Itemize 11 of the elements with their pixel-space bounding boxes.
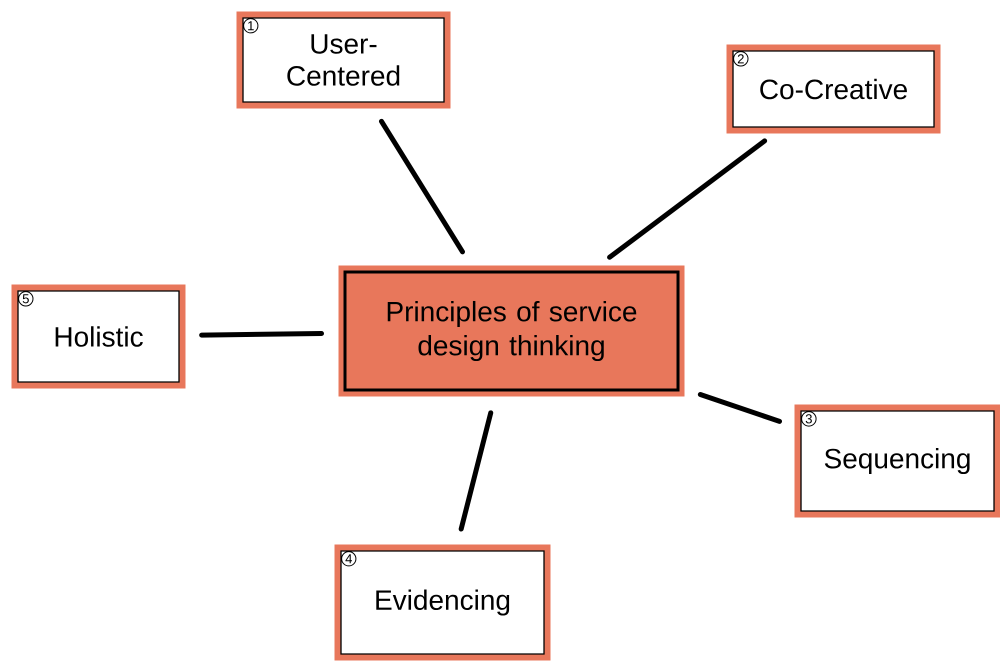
principle-box: Holistic 5 — [12, 284, 186, 388]
connector-line — [458, 410, 494, 532]
connector-line — [199, 331, 324, 338]
connector-line — [698, 392, 782, 424]
connector-line — [607, 138, 768, 260]
principle-box: Co-Creative 2 — [726, 44, 941, 134]
principle-box: Sequencing 3 — [794, 404, 1000, 518]
principle-box: User-Centered 1 — [236, 12, 450, 108]
principle-box: Evidencing 4 — [334, 544, 550, 660]
connector-line — [378, 118, 465, 254]
central-box: Principles of service design thinking — [338, 266, 684, 396]
